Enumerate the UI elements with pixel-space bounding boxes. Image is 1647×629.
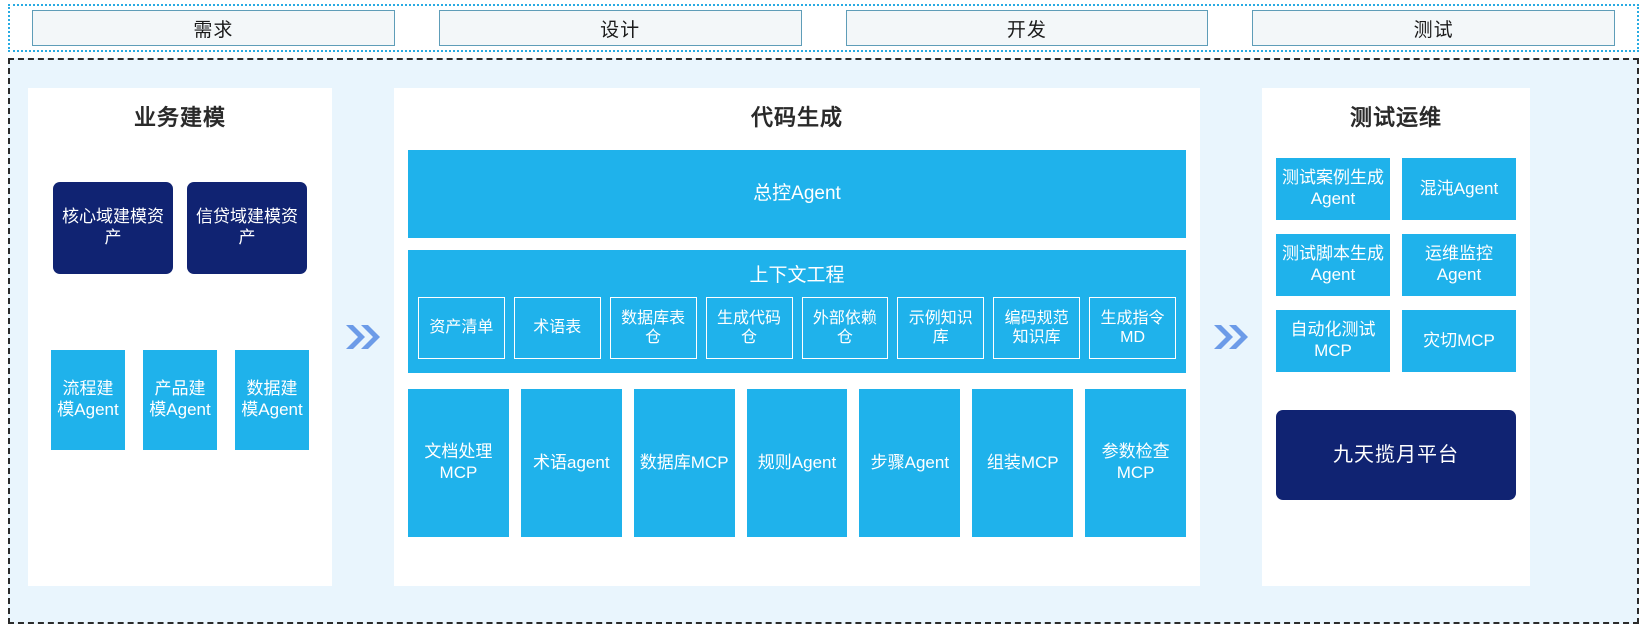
tool-label: 参数检查MCP <box>1101 442 1170 482</box>
connector-right <box>1200 88 1262 586</box>
phase-box-design[interactable]: 设计 <box>438 10 802 46</box>
tool-label: 规则Agent <box>757 452 837 472</box>
double-chevron-right-icon <box>1212 322 1250 352</box>
panel-business-modeling: 业务建模 核心域建模资产 信贷域建模资产 流程建模Agent 产品建模Agent… <box>28 88 332 586</box>
context-item-generation-instruction-md[interactable]: 生成指令MD <box>1089 297 1176 359</box>
context-item-label: 术语表 <box>533 319 582 337</box>
agent-label: 测试案例生成Agent <box>1282 168 1384 208</box>
tool-label: 术语agent <box>533 452 610 472</box>
tool-disaster-switch-mcp[interactable]: 灾切MCP <box>1402 310 1516 372</box>
panel-test-operations: 测试运维 测试案例生成Agent 混沌Agent 测试脚本生成Agent 运维监… <box>1262 88 1530 586</box>
panel-title-code-generation: 代码生成 <box>750 105 843 130</box>
tool-label: 文档处理MCP <box>424 442 493 482</box>
phase-strip: 需求 设计 开发 测试 <box>8 4 1639 52</box>
context-item-glossary[interactable]: 术语表 <box>513 297 601 359</box>
business-modeling-assets-group: 核心域建模资产 信贷域建模资产 <box>42 182 318 274</box>
master-control-agent[interactable]: 总控Agent <box>408 150 1186 238</box>
phase-label: 测试 <box>1413 19 1454 41</box>
double-chevron-right-icon <box>344 322 382 352</box>
tool-assembly-mcp[interactable]: 组装MCP <box>972 389 1074 537</box>
platform-label: 九天揽月平台 <box>1333 443 1459 466</box>
context-item-label: 生成指令MD <box>1100 309 1165 346</box>
platform-jiutian-lanyue[interactable]: 九天揽月平台 <box>1276 410 1516 500</box>
agent-label: 运维监控Agent <box>1425 244 1493 284</box>
context-engineering-title: 上下文工程 <box>749 265 845 286</box>
asset-core-domain[interactable]: 核心域建模资产 <box>53 182 173 274</box>
phase-box-development[interactable]: 开发 <box>845 10 1209 46</box>
phase-label: 开发 <box>1006 19 1047 41</box>
tool-rule-agent[interactable]: 规则Agent <box>746 389 848 537</box>
agent-product-modeling[interactable]: 产品建模Agent <box>143 350 217 450</box>
agent-label: 灾切MCP <box>1423 330 1495 350</box>
test-operations-agents-grid: 测试案例生成Agent 混沌Agent 测试脚本生成Agent 运维监控Agen… <box>1276 158 1516 372</box>
agent-label: 数据建模Agent <box>241 379 303 419</box>
context-item-coding-standards-knowledge-base[interactable]: 编码规范知识库 <box>993 297 1081 359</box>
tool-document-processing-mcp[interactable]: 文档处理MCP <box>408 389 509 537</box>
context-item-label: 编码规范知识库 <box>1004 309 1069 346</box>
tool-automated-testing-mcp[interactable]: 自动化测试MCP <box>1276 310 1390 372</box>
context-engineering-items: 资产清单 术语表 数据库表仓 生成代码仓 外部依赖仓 示例知识库 <box>418 297 1176 359</box>
context-item-label: 资产清单 <box>429 319 494 337</box>
panel-title-test-operations: 测试运维 <box>1349 105 1442 130</box>
agent-test-script-generation[interactable]: 测试脚本生成Agent <box>1276 234 1390 296</box>
master-agent-label: 总控Agent <box>753 183 841 205</box>
connector-left <box>332 88 394 586</box>
phase-label: 设计 <box>600 19 641 41</box>
context-item-external-dependency-repo[interactable]: 外部依赖仓 <box>801 297 889 359</box>
architecture-diagram-region: 业务建模 核心域建模资产 信贷域建模资产 流程建模Agent 产品建模Agent… <box>8 58 1639 624</box>
agent-process-modeling[interactable]: 流程建模Agent <box>51 350 125 450</box>
agent-chaos[interactable]: 混沌Agent <box>1402 158 1516 220</box>
agent-label: 自动化测试MCP <box>1290 320 1376 360</box>
panel-code-generation: 代码生成 总控Agent 上下文工程 资产清单 术语表 数据库表仓 生成代码仓 <box>394 88 1200 586</box>
tool-parameter-check-mcp[interactable]: 参数检查MCP <box>1085 389 1187 537</box>
phase-label: 需求 <box>193 19 234 41</box>
tool-label: 步骤Agent <box>870 452 950 472</box>
tool-database-mcp[interactable]: 数据库MCP <box>633 389 735 537</box>
phase-box-requirements[interactable]: 需求 <box>32 10 395 46</box>
agent-label: 测试脚本生成Agent <box>1282 244 1384 284</box>
context-item-example-knowledge-base[interactable]: 示例知识库 <box>897 297 985 359</box>
context-item-label: 数据库表仓 <box>621 309 686 346</box>
context-item-generated-code-repo[interactable]: 生成代码仓 <box>705 297 793 359</box>
tool-label: 组装MCP <box>986 452 1059 472</box>
context-engineering-block: 上下文工程 资产清单 术语表 数据库表仓 生成代码仓 外部依赖仓 示 <box>408 250 1186 373</box>
panel-title-business-modeling: 业务建模 <box>133 105 226 130</box>
agent-test-case-generation[interactable]: 测试案例生成Agent <box>1276 158 1390 220</box>
tool-glossary-agent[interactable]: 术语agent <box>520 389 622 537</box>
context-item-asset-list[interactable]: 资产清单 <box>418 297 505 359</box>
asset-label: 信贷域建模资产 <box>196 207 298 247</box>
tool-step-agent[interactable]: 步骤Agent <box>859 389 961 537</box>
agent-label: 流程建模Agent <box>57 379 119 419</box>
tool-label: 数据库MCP <box>639 452 729 472</box>
agent-label: 混沌Agent <box>1419 178 1499 198</box>
context-item-db-table-repo[interactable]: 数据库表仓 <box>609 297 697 359</box>
agent-data-modeling[interactable]: 数据建模Agent <box>235 350 309 450</box>
context-item-label: 外部依赖仓 <box>812 309 877 346</box>
asset-credit-domain[interactable]: 信贷域建模资产 <box>187 182 307 274</box>
phase-box-testing[interactable]: 测试 <box>1252 10 1615 46</box>
context-item-label: 示例知识库 <box>908 309 973 346</box>
asset-label: 核心域建模资产 <box>62 207 164 247</box>
agent-operations-monitoring[interactable]: 运维监控Agent <box>1402 234 1516 296</box>
code-generation-tools-row: 文档处理MCP 术语agent 数据库MCP 规则Agent 步骤Agent 组… <box>408 389 1187 537</box>
agent-label: 产品建模Agent <box>149 379 211 419</box>
business-modeling-agents-group: 流程建模Agent 产品建模Agent 数据建模Agent <box>42 350 318 450</box>
context-item-label: 生成代码仓 <box>717 309 782 346</box>
